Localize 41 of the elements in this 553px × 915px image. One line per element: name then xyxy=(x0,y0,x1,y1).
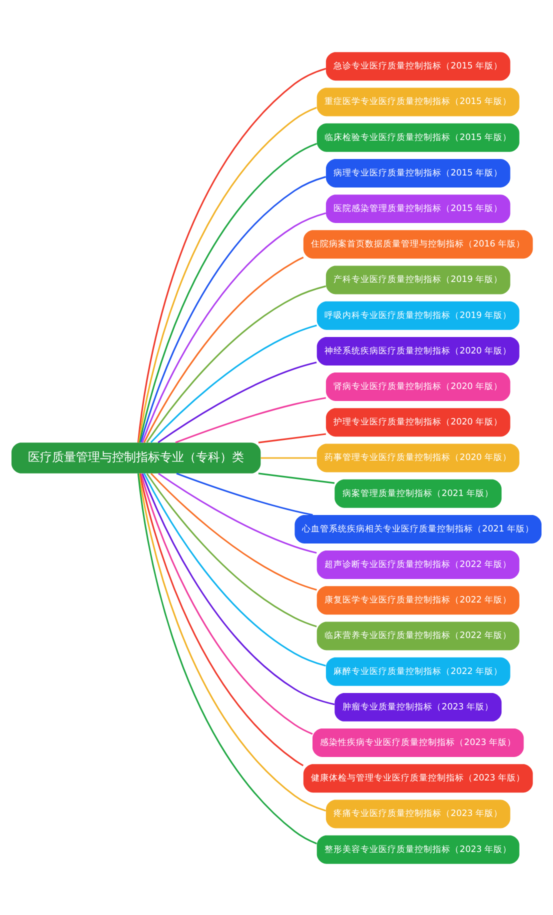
node-box: 超声诊断专业医疗质量控制指标（2022 年版） xyxy=(316,550,520,579)
node-box: 肿瘤专业质量控制指标（2023 年版） xyxy=(334,692,502,721)
connector xyxy=(137,67,326,442)
node-box: 感染性疾病专业医疗质量控制指标（2023 年版） xyxy=(312,728,524,757)
node-box: 护理专业医疗质量控制指标（2020 年版） xyxy=(326,408,510,436)
connector xyxy=(258,432,326,443)
node-box: 康复医学专业医疗质量控制指标（2022 年版） xyxy=(316,586,520,614)
node-box: 重症医学专业医疗质量控制指标（2015 年版） xyxy=(316,87,520,116)
connector xyxy=(143,256,304,442)
node-box: 病案管理质量控制指标（2021 年版） xyxy=(334,478,502,508)
node-box: 医疗质量管理与控制指标专业（专科）类 xyxy=(11,442,261,473)
node-box: 临床营养专业医疗质量控制指标（2022 年版） xyxy=(316,621,520,650)
node-box: 住院病案首页数据质量管理与控制指标（2016 年版） xyxy=(303,230,533,258)
node-box: 临床检验专业医疗质量控制指标（2015 年版） xyxy=(316,122,520,152)
connector xyxy=(146,284,326,442)
node-box: 肾病专业医疗质量控制指标（2020 年版） xyxy=(326,372,510,401)
connector xyxy=(150,324,317,442)
node-box: 药事管理专业医疗质量控制指标（2020 年版） xyxy=(316,443,520,472)
connector xyxy=(158,361,317,443)
node-box: 呼吸内科专业医疗质量控制指标（2019 年版） xyxy=(316,300,520,330)
connector xyxy=(140,472,313,734)
connector xyxy=(144,472,326,666)
connector xyxy=(258,472,335,484)
node-box: 医院感染管理质量控制指标（2015 年版） xyxy=(326,194,510,223)
node-box: 整形美容专业医疗质量控制指标（2023 年版） xyxy=(316,834,520,864)
connector xyxy=(260,456,317,458)
node-box: 病理专业医疗质量控制指标（2015 年版） xyxy=(326,158,510,187)
connector xyxy=(142,472,335,705)
node-box: 麻醉专业医疗质量控制指标（2022 年版） xyxy=(326,656,510,686)
node-box: 疼痛专业医疗质量控制指标（2023 年版） xyxy=(326,799,510,828)
connector xyxy=(150,472,317,590)
node-box: 神经系统疾病医疗质量控制指标（2020 年版） xyxy=(316,336,520,365)
node-box: 心血管系统疾病相关专业医疗质量控制指标（2021 年版） xyxy=(294,514,542,543)
connector xyxy=(158,472,317,554)
node-box: 产科专业医疗质量控制指标（2019 年版） xyxy=(326,265,510,294)
connector xyxy=(176,472,313,516)
node-box: 健康体检与管理专业医疗质量控制指标（2023 年版） xyxy=(303,764,533,792)
connector xyxy=(139,472,304,766)
connector xyxy=(175,396,326,443)
connector xyxy=(146,472,317,627)
node-box: 急诊专业医疗质量控制指标（2015 年版） xyxy=(326,52,510,80)
